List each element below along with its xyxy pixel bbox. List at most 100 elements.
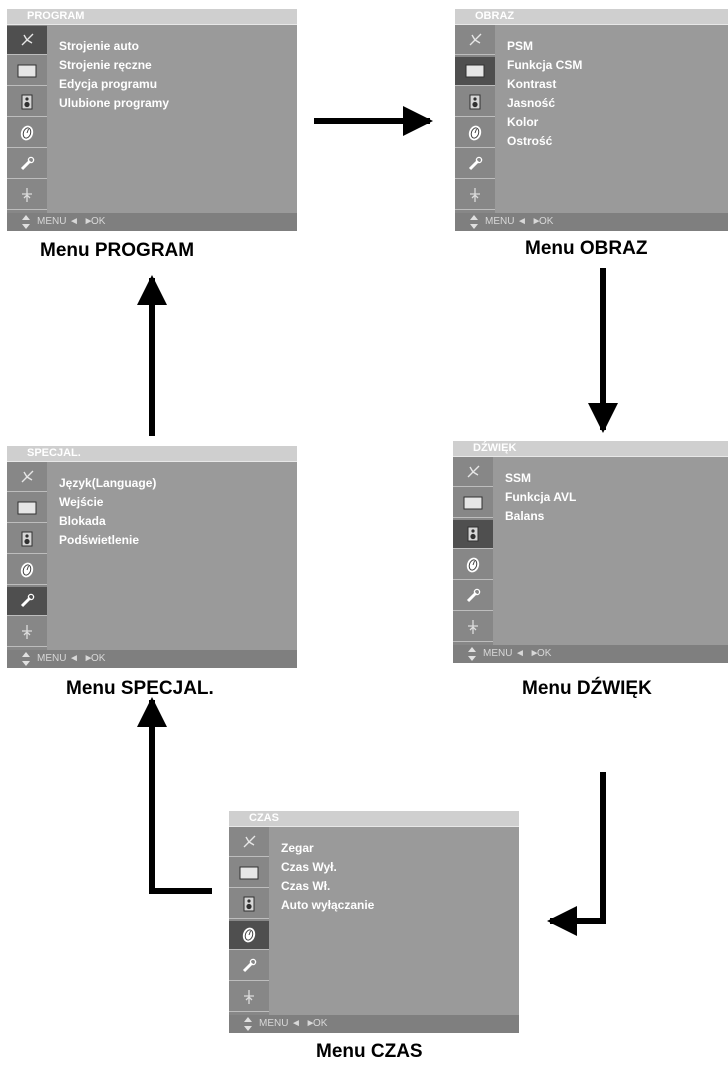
clock-icon[interactable] xyxy=(7,556,47,585)
menu-item[interactable]: Strojenie ręczne xyxy=(59,58,152,72)
clock-icon[interactable] xyxy=(455,119,495,148)
speaker-icon[interactable] xyxy=(453,520,493,549)
picture-icon[interactable] xyxy=(229,859,269,888)
footer-ok-label: OK xyxy=(91,216,106,227)
picture-icon[interactable] xyxy=(7,57,47,86)
menu-footer: MENU ◄ ► OK xyxy=(455,213,728,231)
clock-icon[interactable] xyxy=(453,551,493,580)
clock-icon[interactable] xyxy=(7,119,47,148)
footer-menu-label: MENU xyxy=(485,216,515,227)
footer-menu-label: MENU xyxy=(37,216,67,227)
speaker-icon[interactable] xyxy=(229,890,269,919)
antenna-icon[interactable] xyxy=(455,26,495,55)
speaker-icon[interactable] xyxy=(7,88,47,117)
menu-item[interactable]: Czas Wył. xyxy=(281,860,337,874)
menu-title: OBRAZ xyxy=(455,9,728,25)
caption-dzwiek: Menu DŹWIĘK xyxy=(522,678,652,699)
menu-item[interactable]: Zegar xyxy=(281,841,314,855)
left-right-icon: ◄ ► xyxy=(515,648,541,659)
up-down-icon xyxy=(469,214,479,230)
menu-item[interactable]: Auto wyłączanie xyxy=(281,898,375,912)
up-down-icon xyxy=(243,1016,253,1032)
antenna-icon[interactable] xyxy=(229,828,269,857)
arrow-czas-to-specjal xyxy=(137,697,212,894)
menu-sidebar xyxy=(455,25,495,213)
clock-icon[interactable] xyxy=(229,921,269,950)
footer-ok-label: OK xyxy=(91,653,106,664)
antenna-icon[interactable] xyxy=(453,458,493,487)
caption-obraz: Menu OBRAZ xyxy=(525,238,648,259)
input-icon[interactable] xyxy=(7,181,47,210)
menu-footer: MENU ◄ ► OK xyxy=(7,213,297,231)
arrow-dzwiek-to-czas xyxy=(547,772,606,936)
menu-item[interactable]: SSM xyxy=(505,471,532,485)
up-down-icon xyxy=(467,646,477,662)
menu-item[interactable]: Funkcja AVL xyxy=(505,490,577,504)
input-icon[interactable] xyxy=(229,983,269,1012)
menu-item[interactable]: Edycja programu xyxy=(59,77,158,91)
menu-item[interactable]: Kontrast xyxy=(507,77,557,91)
menu-item[interactable]: Strojenie auto xyxy=(59,39,140,53)
tools-icon[interactable] xyxy=(455,150,495,179)
menu-item[interactable]: Kolor xyxy=(507,115,539,129)
footer-menu-label: MENU xyxy=(259,1018,289,1029)
picture-icon[interactable] xyxy=(455,57,495,86)
antenna-icon[interactable] xyxy=(7,26,47,55)
left-right-icon: ◄ ► xyxy=(291,1018,317,1029)
menu-sidebar xyxy=(7,25,47,213)
menu-item[interactable]: Blokada xyxy=(59,514,106,528)
menu-item[interactable]: Ulubione programy xyxy=(59,96,170,110)
menu-footer: MENU ◄ ► OK xyxy=(229,1015,519,1033)
tools-icon[interactable] xyxy=(7,150,47,179)
left-right-icon: ◄ ► xyxy=(69,653,95,664)
left-right-icon: ◄ ► xyxy=(517,216,543,227)
menu-sidebar xyxy=(7,462,47,650)
menu-item[interactable]: Jasność xyxy=(507,96,556,110)
tools-icon[interactable] xyxy=(453,582,493,611)
menu-title: SPECJAL. xyxy=(7,446,297,462)
picture-icon[interactable] xyxy=(7,494,47,523)
footer-ok-label: OK xyxy=(539,216,554,227)
input-icon[interactable] xyxy=(455,181,495,210)
menu-item[interactable]: Wejście xyxy=(59,495,104,509)
menu-title: CZAS xyxy=(229,811,519,827)
antenna-icon[interactable] xyxy=(7,463,47,492)
speaker-icon[interactable] xyxy=(455,88,495,117)
footer-menu-label: MENU xyxy=(37,653,67,664)
input-icon[interactable] xyxy=(7,618,47,647)
menu-items: SSM Funkcja AVL Balans xyxy=(505,469,576,526)
footer-ok-label: OK xyxy=(313,1018,328,1029)
menu-item[interactable]: Ostrość xyxy=(507,134,553,148)
input-icon[interactable] xyxy=(453,613,493,642)
footer-ok-label: OK xyxy=(537,648,552,659)
menu-title: PROGRAM xyxy=(7,9,297,25)
footer-menu-label: MENU xyxy=(483,648,513,659)
menu-footer: MENU ◄ ► OK xyxy=(453,645,728,663)
speaker-icon[interactable] xyxy=(7,525,47,554)
menu-item[interactable]: Podświetlenie xyxy=(59,533,140,547)
tools-icon[interactable] xyxy=(7,587,47,616)
up-down-icon xyxy=(21,651,31,667)
menu-item[interactable]: Język(Language) xyxy=(59,476,157,490)
menu-item[interactable]: Czas Wł. xyxy=(281,879,331,893)
caption-czas: Menu CZAS xyxy=(316,1041,423,1062)
menu-item[interactable]: PSM xyxy=(507,39,534,53)
up-down-icon xyxy=(21,214,31,230)
caption-program: Menu PROGRAM xyxy=(40,240,195,261)
tools-icon[interactable] xyxy=(229,952,269,981)
left-right-icon: ◄ ► xyxy=(69,216,95,227)
menu-item[interactable]: Balans xyxy=(505,509,545,523)
menu-item[interactable]: Funkcja CSM xyxy=(507,58,583,72)
caption-specjal: Menu SPECJAL. xyxy=(66,678,214,699)
picture-icon[interactable] xyxy=(453,489,493,518)
menu-sidebar xyxy=(229,827,269,1015)
